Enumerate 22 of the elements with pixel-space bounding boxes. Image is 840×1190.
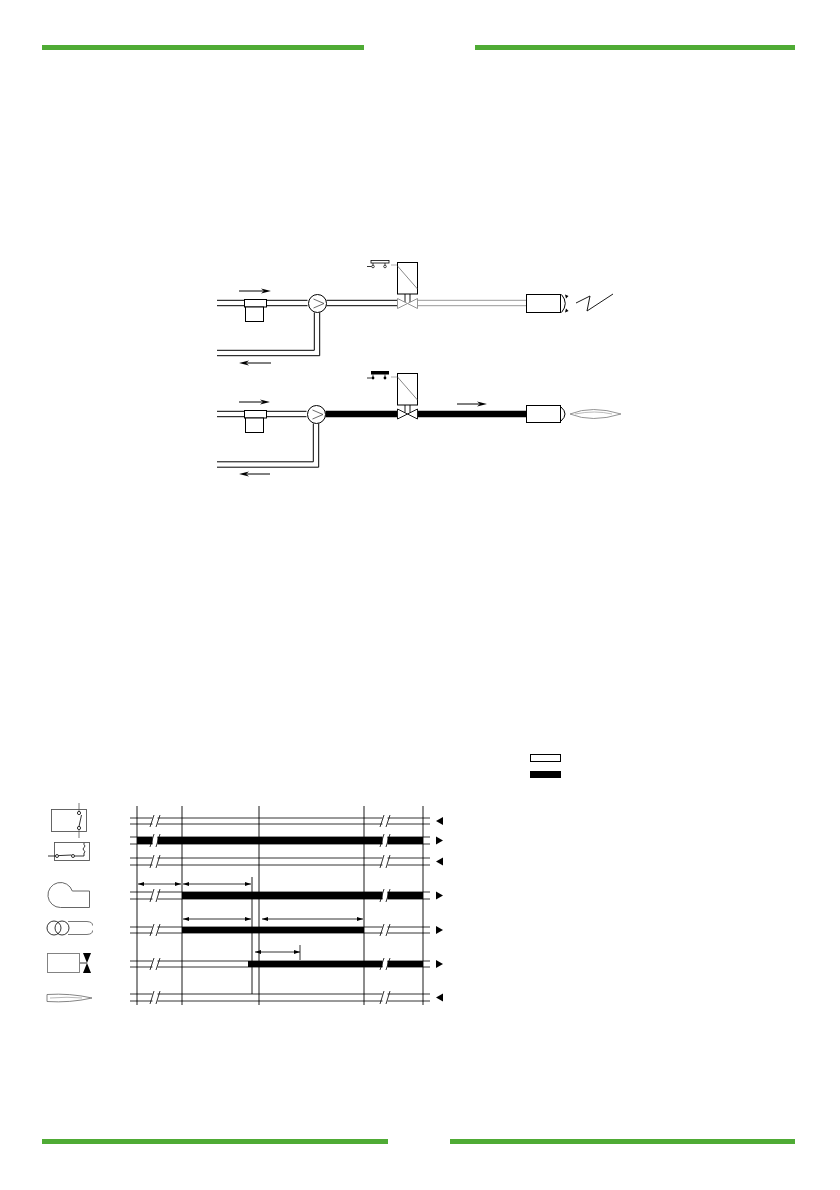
pipe: [216, 410, 245, 418]
filter-symbol: [244, 410, 267, 433]
switch-symbol: [367, 260, 391, 269]
solenoid-valve-symbol: [397, 261, 418, 309]
pipe: [216, 423, 320, 468]
switch-symbol: [367, 371, 391, 380]
filter-symbol: [244, 299, 267, 322]
pipe: [216, 312, 321, 357]
pipe: [326, 299, 398, 307]
pipe: [325, 410, 397, 418]
pipe: [266, 410, 307, 418]
pipe: [418, 410, 526, 418]
solenoid-valve-symbol: [397, 373, 418, 420]
electric-wire: [390, 376, 398, 378]
pipe: [266, 299, 308, 307]
pump-symbol: [306, 404, 326, 424]
electric-wire: [390, 264, 398, 266]
pump-symbol: [307, 293, 327, 313]
pipe: [417, 299, 527, 307]
pipe: [216, 299, 245, 307]
nozzle-body: [526, 293, 561, 313]
nozzle-body: [526, 405, 561, 423]
